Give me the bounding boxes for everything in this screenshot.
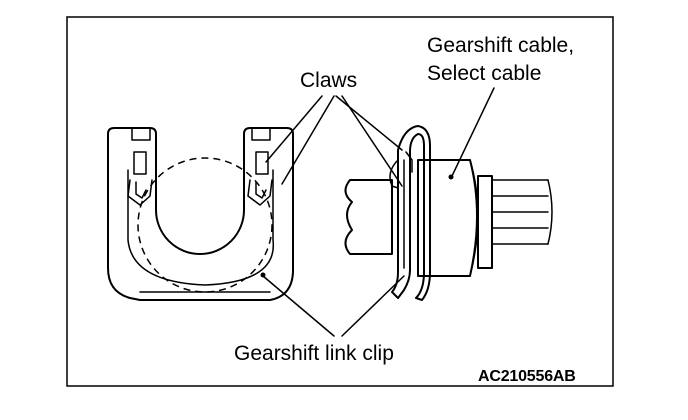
leader-claws-right2 [341,95,403,187]
cable-end-body [417,159,478,277]
gearshift-link-clip-drawing [107,127,294,301]
leader-claws-mid [281,95,335,185]
figure-code: AC210556AB [478,368,576,385]
label-claws: Claws [300,69,357,92]
leader-claws-right1 [335,95,403,151]
leader-clip-left [262,275,335,337]
clip-side-view [389,125,431,301]
clip-inner-rim [127,169,275,286]
cable-collar [477,175,493,269]
clip-body-outline [107,127,294,301]
left-claw [127,127,153,206]
figure-border [66,16,614,387]
label-gearshift-link-clip: Gearshift link clip [234,342,394,365]
label-cable-line1: Gearshift cable, [427,34,574,57]
leader-clip-right [341,275,405,337]
shaft-stub [344,179,393,255]
leader-cable [451,87,495,177]
leader-lines [262,87,495,337]
leader-claws-left [265,95,323,163]
cable-assembly-drawing [344,125,553,301]
right-claw [247,127,273,206]
clip-dashed-circle [137,157,273,293]
label-cable-line2: Select cable [427,62,541,85]
